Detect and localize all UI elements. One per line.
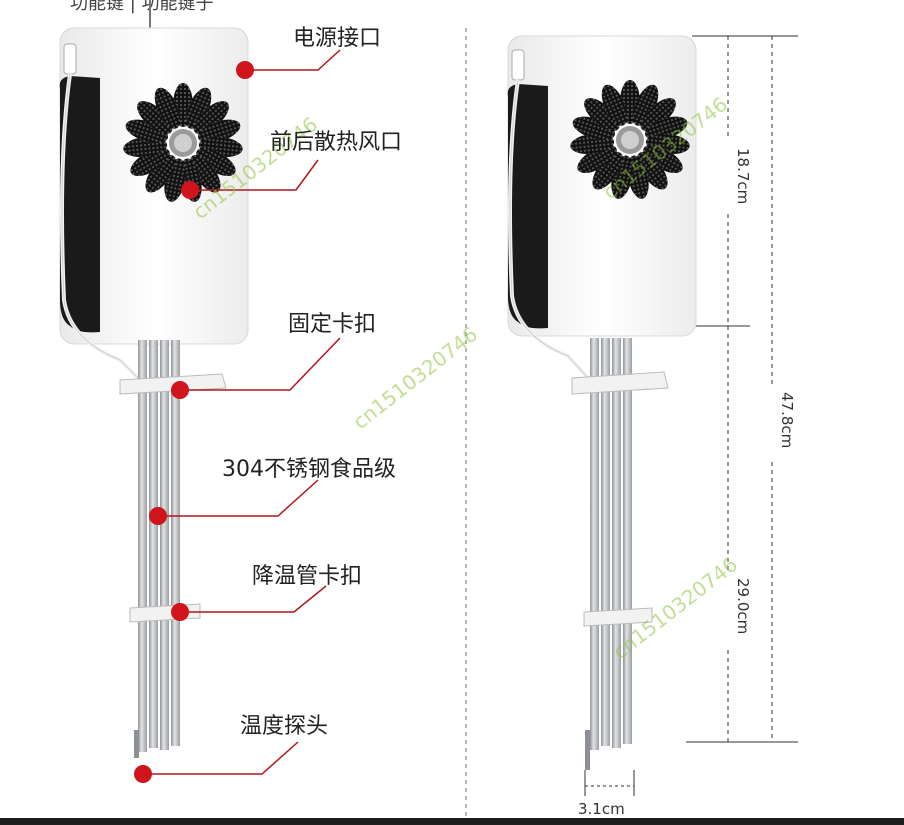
- label-vents: 前后散热风口: [270, 130, 403, 155]
- marker-clip: [171, 381, 189, 399]
- label-tube-clip: 降温管卡扣: [252, 564, 363, 589]
- label-probe: 温度探头: [240, 714, 329, 739]
- dim-tube-length: 29.0cm: [734, 578, 752, 635]
- fan-vent: [123, 83, 243, 202]
- left-unit: [59, 0, 249, 758]
- dimension-lines: [584, 35, 798, 796]
- dim-total-height: 47.8cm: [778, 392, 796, 449]
- marker-probe: [134, 765, 152, 783]
- label-clip: 固定卡扣: [288, 312, 377, 337]
- dim-unit-height: 18.7cm: [734, 148, 752, 205]
- label-power-port: 电源接口: [293, 26, 382, 51]
- top-partial-text: 功能键 | 功能键子: [70, 0, 214, 14]
- bottom-bar: [0, 818, 904, 825]
- marker-vents: [181, 181, 199, 199]
- right-unit: [507, 35, 697, 770]
- marker-steel: [149, 507, 167, 525]
- steel-tubes: [134, 340, 180, 758]
- label-steel: 304不锈钢食品级: [222, 457, 396, 482]
- fixing-clip: [119, 373, 227, 395]
- callouts: [134, 49, 341, 783]
- dim-width: 3.1cm: [578, 800, 625, 818]
- watermark-text-2: cn1510320746: [348, 322, 482, 434]
- marker-power-port: [236, 61, 254, 79]
- marker-tube-clip: [171, 603, 189, 621]
